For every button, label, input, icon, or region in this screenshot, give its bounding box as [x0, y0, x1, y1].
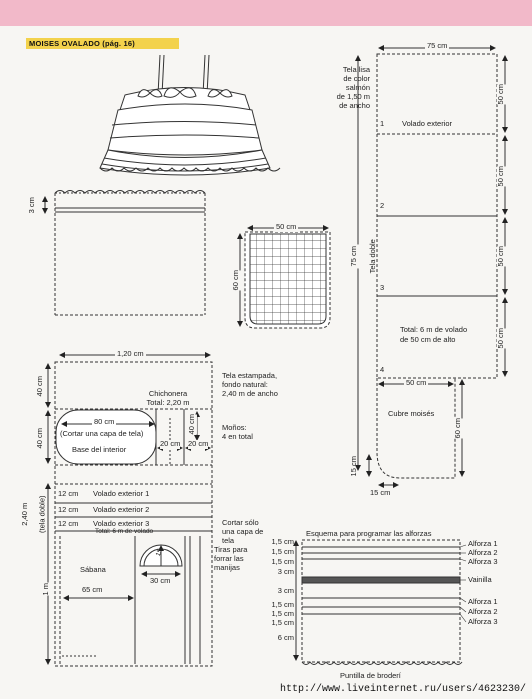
alf-left-9: 6 cm [277, 633, 294, 642]
alf-left-2: 1,5 cm [271, 547, 294, 556]
sabana-height-label: 1 m [41, 582, 51, 596]
alforzas-diagram [293, 539, 467, 665]
grid-piece [237, 225, 331, 329]
right-pattern [355, 45, 508, 488]
volado-size-1: 12 cm [58, 489, 79, 498]
alf-right-5: Alforza 1 [468, 597, 498, 606]
right-side-label-1: 50 cm [495, 84, 506, 105]
section-num-4: 4 [380, 365, 385, 374]
chichonera-label: Chichonera [148, 389, 188, 398]
strips-note-2: forrar las [214, 554, 244, 563]
main-fabric-1: Tela estampada, [222, 371, 278, 380]
main-width-label: 1,20 cm [115, 349, 146, 359]
main-fabric-2: fondo natural: [222, 380, 268, 389]
right-height-label: 75 cm [348, 244, 359, 269]
alf-left-6: 1,5 cm [271, 600, 294, 609]
oval-width-label: 80 cm [92, 417, 117, 427]
left-40-top: 40 cm [34, 376, 44, 397]
oval-label: Base del interior [72, 445, 127, 454]
base-height-label: 3 cm [26, 197, 36, 214]
alf-right-2: Alforza 2 [468, 548, 498, 557]
chichonera-total: Total: 2,20 m [146, 398, 190, 407]
monos-total: 4 en total [222, 432, 253, 441]
section-label-1: Volado exterior [402, 119, 453, 128]
cubre-height-label: 60 cm [452, 418, 463, 439]
sabana-width-label: 65 cm [82, 585, 103, 594]
volado-size-3: 12 cm [58, 519, 79, 528]
main-pattern [45, 352, 213, 667]
alforzas-title: Esquema para programar las alforzas [306, 529, 432, 538]
fold-height-label: 2,40 m [20, 502, 30, 526]
oval-note: (Cortar una capa de tela) [60, 429, 144, 438]
right-fabric-note-1: Tela lisa [342, 65, 370, 74]
top-color-band [0, 0, 532, 26]
main-fabric-3: 2,40 m de ancho [222, 389, 278, 398]
monos-label: Moños: [222, 423, 247, 432]
cut-note-2: una capa de [222, 527, 264, 536]
right-side-label-3: 50 cm [495, 246, 506, 267]
alf-right-3: Alforza 3 [468, 557, 498, 566]
footer-url: http://www.liveinternet.ru/users/4623230… [280, 684, 527, 695]
alf-left-7: 1,5 cm [271, 609, 294, 618]
volado-size-2: 12 cm [58, 505, 79, 514]
left-40-bottom: 40 cm [34, 428, 44, 449]
alf-right-7: Alforza 3 [468, 617, 498, 626]
right-side-label-2: 50 cm [495, 166, 506, 187]
alf-left-5: 3 cm [277, 586, 294, 595]
small-20b-label: 20 cm [188, 439, 209, 449]
section-num-2: 2 [380, 201, 385, 210]
fold-note: (tela doble) [37, 495, 47, 534]
grid-height-label: 60 cm [230, 270, 241, 291]
right-width-label: 75 cm [425, 41, 450, 51]
right-fabric-note-4: de 1,50 m [336, 92, 370, 101]
small-40-label: 40 cm [186, 414, 197, 435]
right-fabric-note-5: de ancho [339, 101, 370, 110]
volado-label-2: Volado exterior 2 [93, 505, 150, 514]
alforzas-bottom-label: Puntilla de broderí [340, 671, 401, 680]
bassinet-illustration [99, 54, 281, 176]
cubre-width-label: 50 cm [404, 378, 429, 388]
section-num-1: 1 [380, 119, 385, 128]
volado-label-1: Volado exterior 1 [93, 489, 150, 498]
right-side-label-4: 50 cm [495, 328, 506, 349]
small-20a-label: 20 cm [160, 439, 181, 449]
volado-label-3: Volado exterior 3 [93, 519, 150, 528]
alf-right-1: Alforza 1 [468, 539, 498, 548]
right-fold-label: Tela doble [367, 239, 377, 274]
alf-left-3: 1,5 cm [271, 557, 294, 566]
cubre-label: Cubre moisés [388, 409, 435, 418]
volado-total: Total: 6 m de volado [95, 528, 154, 535]
right-fabric-note-3: salmón [345, 83, 370, 92]
right-fabric-note-2: de color [343, 74, 370, 83]
sabana-label: Sábana [80, 565, 106, 574]
strips-note-3: manijas [214, 563, 240, 572]
alf-left-1: 1,5 cm [271, 537, 294, 546]
total-note-2: de 50 cm de alto [400, 335, 456, 344]
cut-note-3: tela [222, 536, 235, 545]
alf-left-8: 1,5 cm [271, 618, 294, 627]
grid-width-label: 50 cm [274, 222, 299, 232]
alf-left-4: 3 cm [277, 567, 294, 576]
total-note-1: Total: 6 m de volado [400, 325, 468, 334]
strips-note-1: Tiras para [214, 545, 248, 554]
half-circle-width: 30 cm [150, 576, 171, 585]
alf-right-6: Alforza 2 [468, 607, 498, 616]
cut-note-1: Cortar sólo [222, 518, 259, 527]
page-header-tag: MOISES OVALADO (pág. 16) [26, 38, 179, 49]
corner-v-label: 15 cm [348, 456, 358, 477]
section-num-3: 3 [380, 283, 385, 292]
alf-right-4: Vainilla [468, 575, 492, 584]
corner-h-label: 15 cm [370, 488, 391, 497]
base-piece [42, 190, 206, 316]
